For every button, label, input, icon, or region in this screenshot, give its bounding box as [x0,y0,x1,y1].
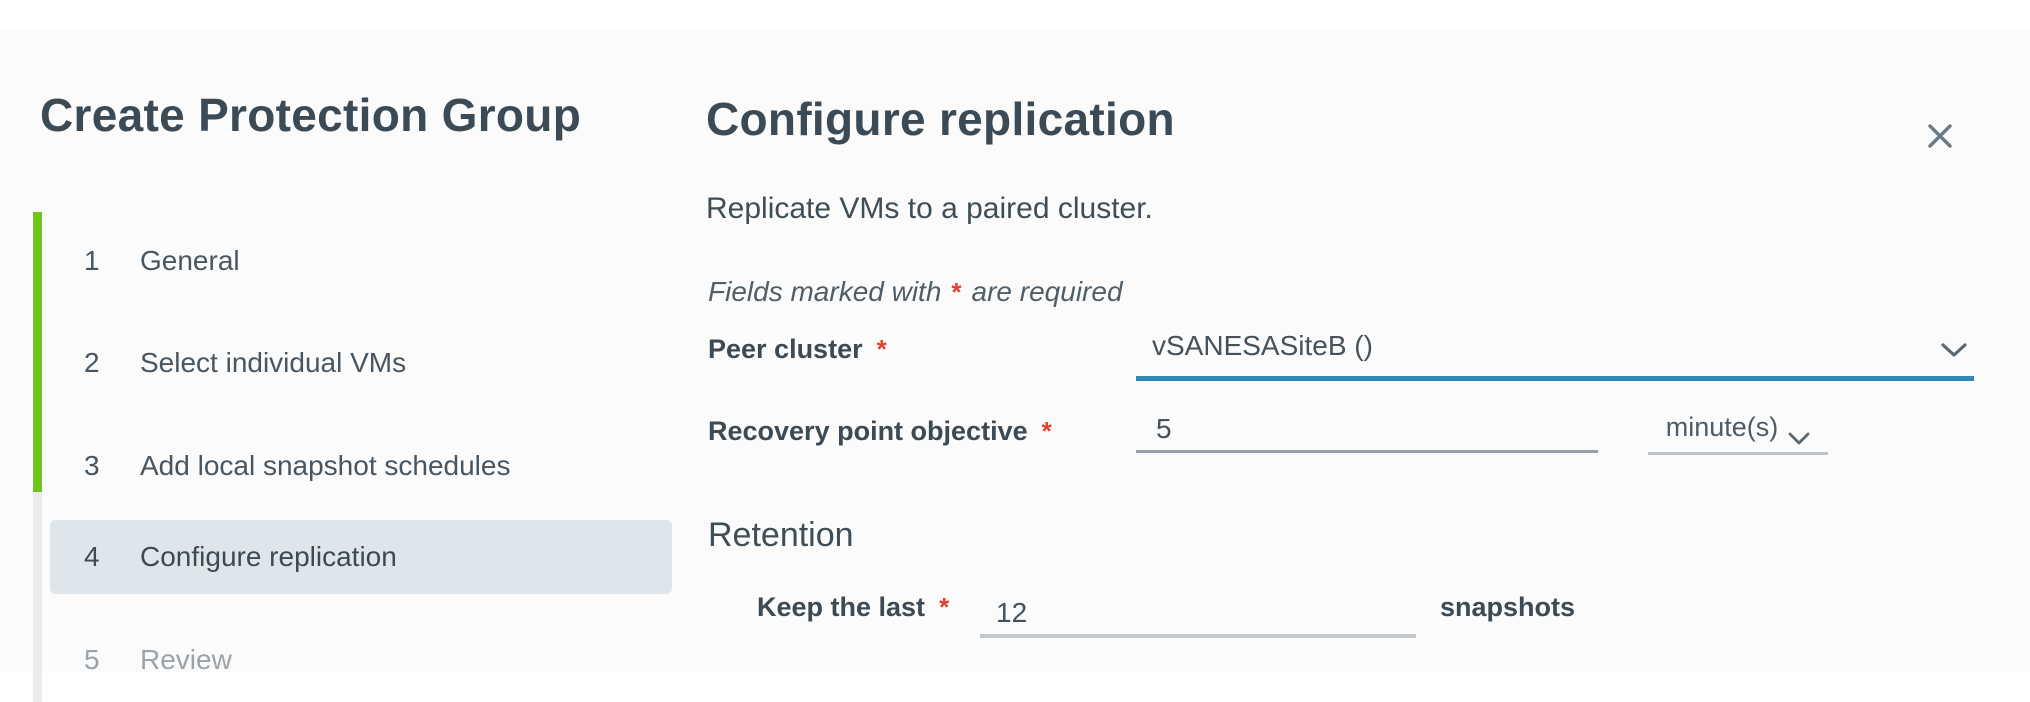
step-number: 5 [84,644,100,675]
step-label: Add local snapshot schedules [140,450,511,481]
keep-the-last-label: Keep the last * [757,592,949,623]
required-fields-note: Fields marked with * are required [708,276,1123,308]
close-icon [1924,120,1956,157]
rpo-label: Recovery point objective * [708,416,1052,447]
step-item-review: 5 Review [50,623,672,697]
required-asterisk: * [951,277,962,307]
peer-cluster-select[interactable]: vSANESASiteB () [1136,328,1974,381]
step-item-general[interactable]: 1 General [50,224,672,298]
step-label: General [140,245,240,276]
required-asterisk: * [1041,416,1052,446]
chevron-down-icon [1788,422,1810,453]
step-label: Select individual VMs [140,347,407,378]
retention-count-input[interactable] [980,592,1416,638]
rpo-label-text: Recovery point objective [708,416,1028,446]
required-asterisk: * [876,334,887,364]
wizard-title: Create Protection Group [40,89,582,141]
step-item-select-individual-vms[interactable]: 2 Select individual VMs [50,326,672,400]
peer-cluster-label: Peer cluster * [708,334,887,365]
peer-cluster-label-text: Peer cluster [708,334,863,364]
step-progress-completed-bar [33,212,42,492]
step-progress-track [33,212,42,702]
required-note-prefix: Fields marked with [708,276,942,307]
step-number: 2 [84,347,100,378]
step-item-configure-replication[interactable]: 4 Configure replication [50,520,672,594]
required-note-suffix: are required [971,276,1123,307]
page-title: Configure replication [706,93,1175,145]
rpo-value-input[interactable] [1136,408,1598,453]
rpo-unit-value: minute(s) [1665,412,1779,442]
step-number: 4 [84,541,100,572]
keep-the-last-label-text: Keep the last [757,592,926,622]
step-number: 3 [84,450,100,481]
step-label: Configure replication [140,541,397,572]
required-asterisk: * [939,592,950,622]
rpo-unit-select[interactable]: minute(s) [1648,412,1828,455]
close-button[interactable] [1916,114,1964,162]
step-label: Review [140,644,232,675]
page-subtitle: Replicate VMs to a paired cluster. [706,192,1153,225]
peer-cluster-selected-value: vSANESASiteB () [1152,330,1373,361]
retention-section-heading: Retention [708,516,854,554]
step-number: 1 [84,245,100,276]
step-item-add-local-snapshot-schedules[interactable]: 3 Add local snapshot schedules [50,429,672,503]
create-protection-group-dialog: Create Protection Group 1 General 2 Sele… [0,30,2030,702]
chevron-down-icon [1940,342,1968,364]
snapshots-suffix-label: snapshots [1440,592,1576,622]
